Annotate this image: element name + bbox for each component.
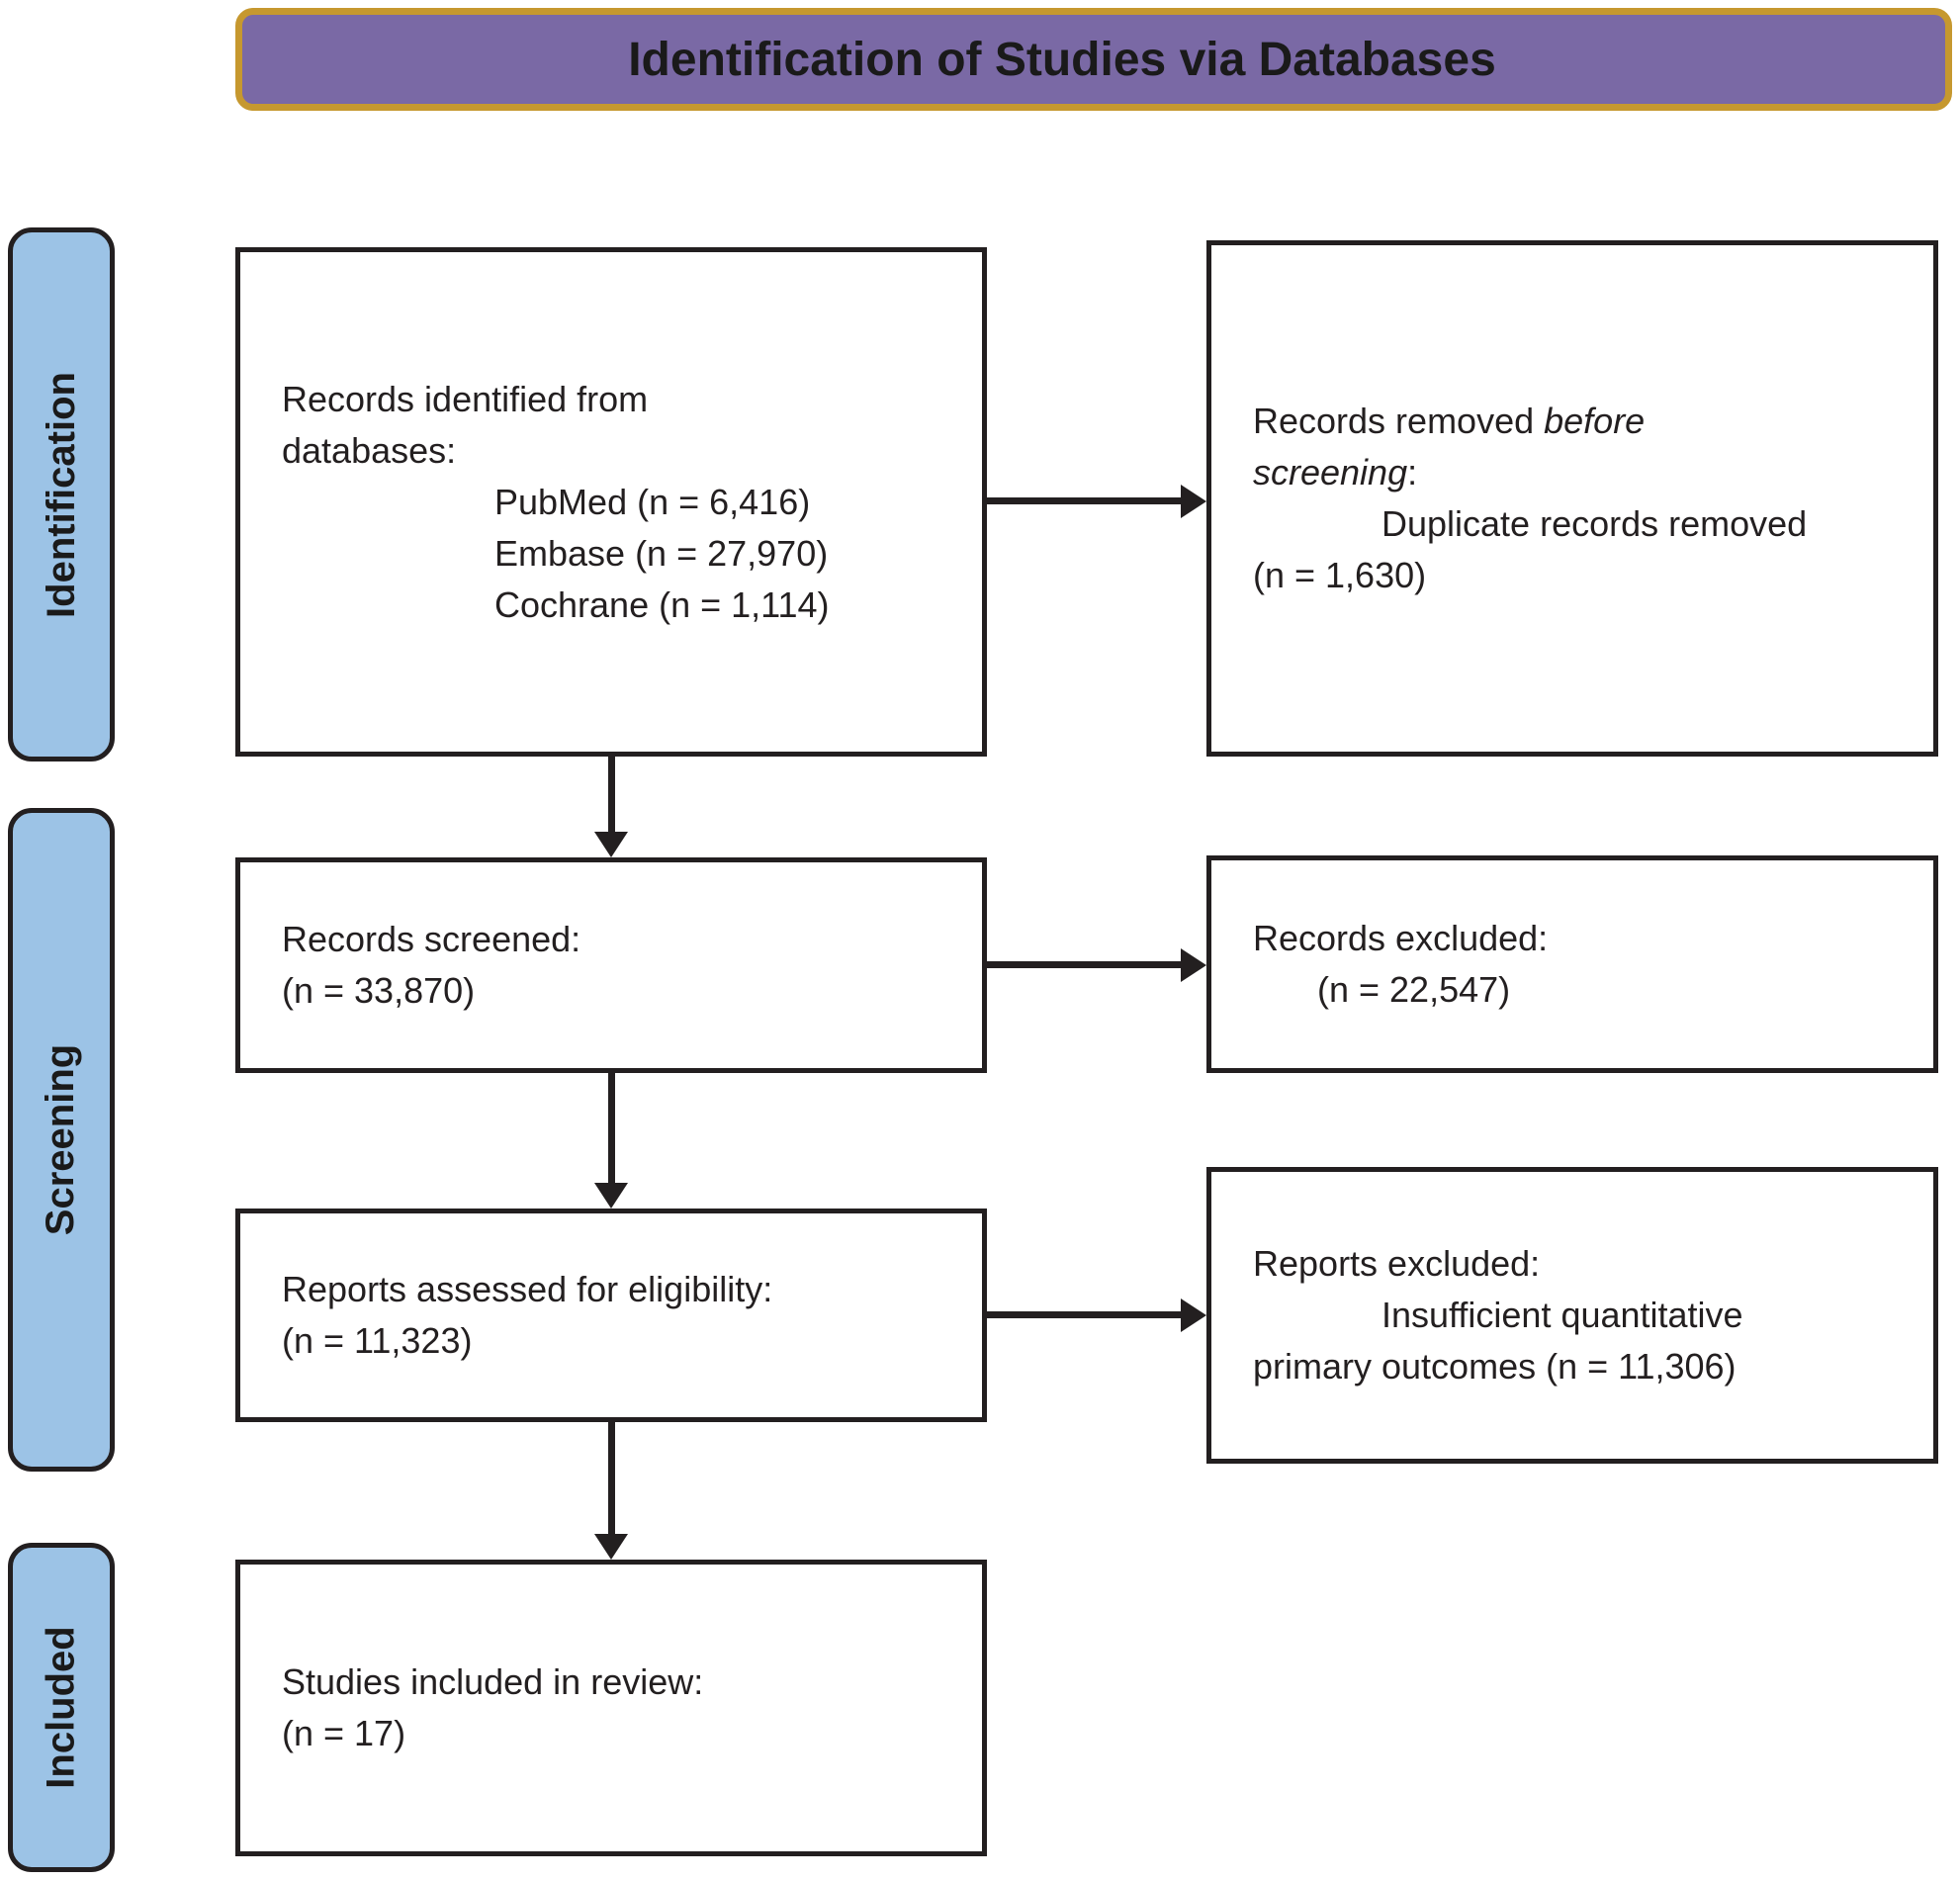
box-records-removed: Records removed before screening: Duplic…: [1206, 240, 1938, 757]
arrow-right-3-head: [1181, 1299, 1206, 1332]
arrow-down-1-line: [608, 757, 615, 832]
box-records-screened: Records screened: (n = 33,870): [235, 857, 987, 1073]
arrow-right-3-line: [987, 1311, 1183, 1318]
arrow-right-1-line: [987, 497, 1183, 504]
box-reports-excluded-text: Reports excluded: Insufficient quantitat…: [1211, 1238, 1933, 1392]
arrow-down-3-head: [594, 1534, 628, 1560]
box-reports-assessed: Reports assessed for eligibility: (n = 1…: [235, 1209, 987, 1422]
box-line: Reports assessed for eligibility:: [282, 1269, 773, 1309]
box-records-excluded-text: Records excluded: (n = 22,547): [1211, 913, 1933, 1016]
header-banner: Identification of Studies via Databases: [235, 8, 1952, 111]
box-records-identified-text: Records identified from databases: PubMe…: [240, 374, 982, 631]
count-line: (n = 17): [282, 1713, 406, 1753]
box-line-part: Records removed: [1253, 401, 1545, 441]
box-line: Duplicate records removed: [1381, 503, 1808, 544]
arrow-right-1-head: [1181, 485, 1206, 518]
arrow-right-2-head: [1181, 948, 1206, 982]
box-line: Insufficient quantitative: [1381, 1295, 1743, 1335]
box-records-identified: Records identified from databases: PubMe…: [235, 247, 987, 757]
box-line: Records identified from: [282, 378, 649, 419]
count-line: (n = 22,547): [1317, 969, 1511, 1010]
database-count-embase: Embase (n = 27,970): [494, 532, 829, 574]
count-line: (n = 11,323): [282, 1320, 473, 1361]
stage-identification: Identification: [8, 227, 115, 761]
box-studies-included-text: Studies included in review: (n = 17): [240, 1657, 982, 1759]
arrow-down-2-line: [608, 1073, 615, 1183]
box-line-part: :: [1407, 452, 1418, 493]
arrow-down-2-head: [594, 1183, 628, 1209]
box-line: screening:: [1253, 447, 1914, 498]
box-reports-excluded: Reports excluded: Insufficient quantitat…: [1206, 1167, 1938, 1464]
database-count-pubmed: PubMed (n = 6,416): [494, 481, 811, 522]
diagram-title: Identification of Studies via Databases: [628, 33, 1496, 86]
stage-included-label: Included: [39, 1626, 83, 1789]
box-records-excluded: Records excluded: (n = 22,547): [1206, 855, 1938, 1073]
box-records-removed-text: Records removed before screening: Duplic…: [1211, 396, 1933, 601]
arrow-right-2-line: [987, 961, 1183, 968]
box-reports-assessed-text: Reports assessed for eligibility: (n = 1…: [240, 1264, 982, 1367]
box-records-screened-text: Records screened: (n = 33,870): [240, 914, 982, 1017]
box-line: databases:: [282, 429, 457, 471]
count-line: (n = 1,630): [1253, 555, 1427, 595]
box-line: primary outcomes (n = 11,306): [1253, 1346, 1737, 1387]
stage-included: Included: [8, 1543, 115, 1872]
stage-screening: Screening: [8, 808, 115, 1472]
box-line-part-italic: screening: [1253, 452, 1408, 493]
box-line: Studies included in review:: [282, 1661, 704, 1702]
box-line: Records removed before: [1253, 396, 1914, 447]
database-count-cochrane: Cochrane (n = 1,114): [494, 583, 830, 625]
box-line: Records excluded:: [1253, 918, 1549, 958]
arrow-down-1-head: [594, 832, 628, 857]
count-line: (n = 33,870): [282, 970, 476, 1011]
stage-screening-label: Screening: [39, 1043, 83, 1236]
box-line: Reports excluded:: [1253, 1243, 1541, 1284]
stage-identification-label: Identification: [39, 371, 83, 618]
box-line-part-italic: before: [1544, 401, 1646, 441]
box-studies-included: Studies included in review: (n = 17): [235, 1560, 987, 1856]
arrow-down-3-line: [608, 1422, 615, 1534]
box-line: Records screened:: [282, 919, 581, 959]
